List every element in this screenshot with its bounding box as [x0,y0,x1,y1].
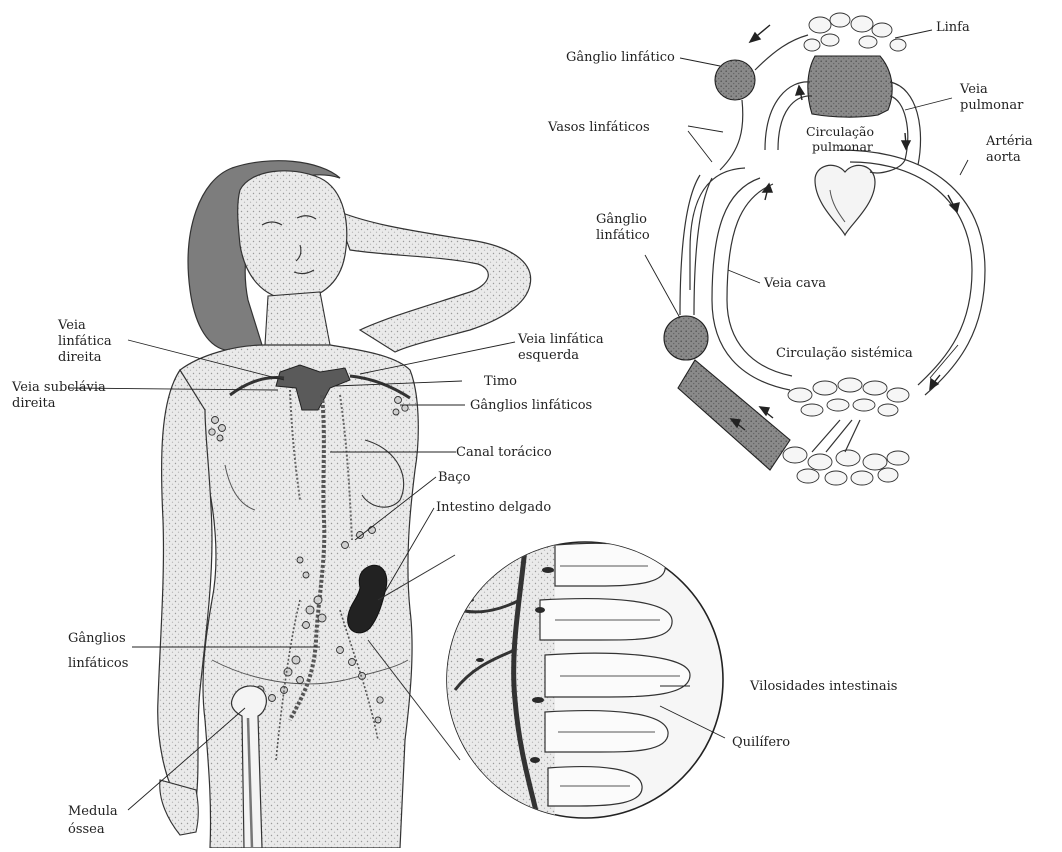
head [238,171,347,300]
left-arm [158,370,212,800]
label-veia-subclavia-direita-1: Veia subclávia [12,380,106,395]
label-veia-linfatica-direita-3: direita [58,350,102,365]
label-veia-pulmonar-2: pulmonar [960,98,1023,113]
label-linfa: Linfa [936,20,970,35]
label-timo: Timo [484,374,517,389]
label-canal-toracico: Canal torácico [456,445,552,460]
label-veia-linfatica-esquerda-1: Veia linfática [518,332,604,347]
lymph-vessel-lower [678,360,790,470]
label-ganglio-linfatico-mid-2: linfático [596,228,650,243]
lymph-node-top [715,60,755,100]
label-ganglios-linfaticos-chest: Gânglios linfáticos [470,398,592,413]
neck [265,292,330,345]
label-intestino-delgado: Intestino delgado [436,500,551,515]
label-arteria-aorta-1: Artéria [986,134,1033,149]
label-veia-linfatica-esquerda-2: esquerda [518,348,579,363]
label-quilifero: Quilífero [732,735,790,750]
label-veia-linfatica-direita-2: linfática [58,334,112,349]
label-veia-subclavia-direita-2: direita [12,396,56,411]
heart [815,165,875,235]
label-vilosidades-intestinais: Vilosidades intestinais [750,679,897,694]
label-medula-ossea-2: óssea [68,822,105,837]
intestine-magnified-view [368,540,723,830]
label-vasos-linfaticos: Vasos linfáticos [548,120,650,135]
label-ganglios-linfaticos-1: Gânglios [68,631,126,646]
label-veia-linfatica-direita-1: Veia [58,318,86,333]
label-baco: Baço [438,470,470,485]
label-arteria-aorta-2: aorta [986,150,1021,165]
label-ganglio-linfatico-mid-1: Gânglio [596,212,647,227]
capillary-bed [783,378,909,485]
label-medula-ossea-1: Medula [68,804,118,819]
label-veia-cava: Veia cava [764,276,826,291]
label-veia-pulmonar-1: Veia [960,82,988,97]
label-circulacao-pulmonar-1: Circulação [806,124,874,139]
label-circulacao-sistemica: Circulação sistémica [776,346,913,361]
raised-arm [335,210,531,352]
label-ganglio-linfatico-top: Gânglio linfático [566,50,675,65]
lungs [808,56,892,117]
label-ganglios-linfaticos-2: linfáticos [68,656,128,671]
label-circulacao-pulmonar-2: pulmonar [812,139,873,154]
circulation-diagram [664,13,985,485]
lymph-node-mid [664,316,708,360]
